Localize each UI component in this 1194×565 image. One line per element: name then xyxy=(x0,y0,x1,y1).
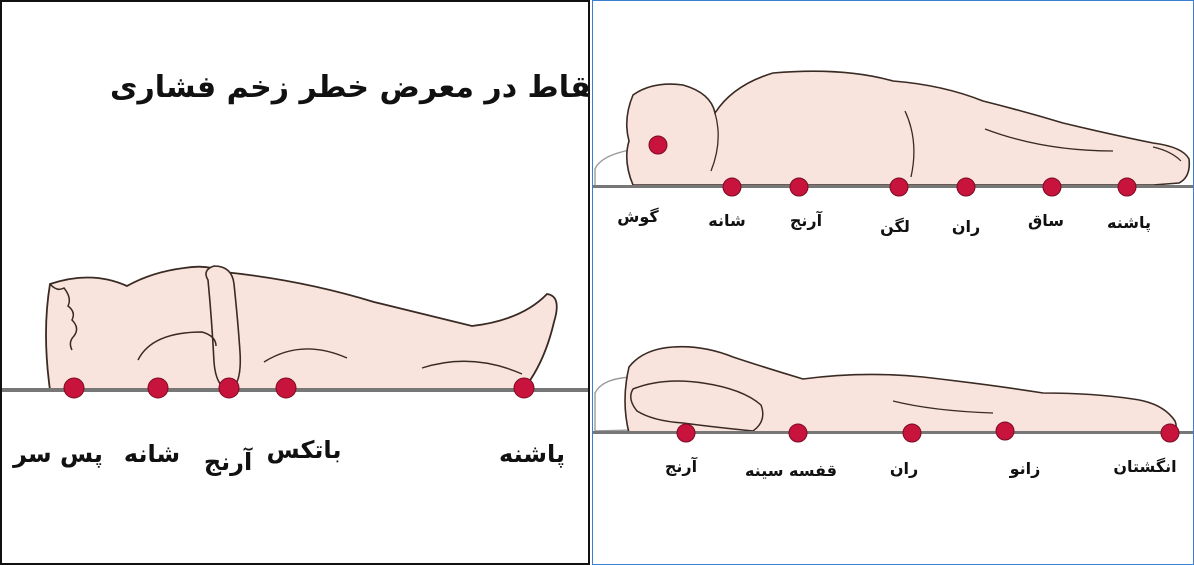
pressure-point-buttocks xyxy=(276,378,296,398)
label-side-elbow: آرنج xyxy=(790,211,822,230)
side-prone-figures xyxy=(593,1,1194,565)
label-side-thigh: ران xyxy=(952,217,980,236)
supine-panel: نقاط در معرض خطر زخم فشاری پس سر شانه آر… xyxy=(0,0,590,565)
side-lying-body xyxy=(627,71,1190,185)
label-shin: ساق xyxy=(1028,211,1064,230)
label-head-back: پس سر xyxy=(13,440,103,468)
pressure-point-ear xyxy=(649,136,667,154)
pressure-point-knee xyxy=(996,422,1014,440)
label-side-shoulder: شانه xyxy=(708,211,745,230)
label-prone-elbow: آرنج xyxy=(665,457,697,476)
label-knee: زانو xyxy=(1010,459,1041,478)
pressure-point-side-heel xyxy=(1118,178,1136,196)
pressure-point-side-thigh xyxy=(957,178,975,196)
side-prone-panel: گوش شانه آرنج لگن ران ساق پاشنه آرنج قفس… xyxy=(592,0,1194,565)
pressure-point-pelvis xyxy=(890,178,908,196)
label-toes: انگشتان xyxy=(1113,457,1176,476)
pressure-point-toes xyxy=(1161,424,1179,442)
pressure-point-chest xyxy=(789,424,807,442)
pressure-point-side-elbow xyxy=(790,178,808,196)
pressure-point-head xyxy=(64,378,84,398)
label-heel: پاشنه xyxy=(499,440,565,468)
pressure-point-heel xyxy=(514,378,534,398)
label-side-heel: پاشنه xyxy=(1107,213,1151,232)
supine-body xyxy=(46,267,557,390)
pressure-point-elbow xyxy=(219,378,239,398)
pressure-point-prone-thigh xyxy=(903,424,921,442)
label-ear: گوش xyxy=(617,207,658,226)
label-chest: قفسه سینه xyxy=(745,461,837,480)
label-elbow: آرنج xyxy=(204,448,252,476)
supine-figure xyxy=(2,2,590,565)
label-prone-thigh: ران xyxy=(890,459,918,478)
pressure-point-shin xyxy=(1043,178,1061,196)
label-buttocks: باتکس xyxy=(267,436,342,464)
pressure-point-shoulder xyxy=(148,378,168,398)
pressure-point-side-shoulder xyxy=(723,178,741,196)
pressure-point-prone-elbow xyxy=(677,424,695,442)
label-pelvis: لگن xyxy=(880,217,910,236)
label-shoulder: شانه xyxy=(124,440,180,468)
